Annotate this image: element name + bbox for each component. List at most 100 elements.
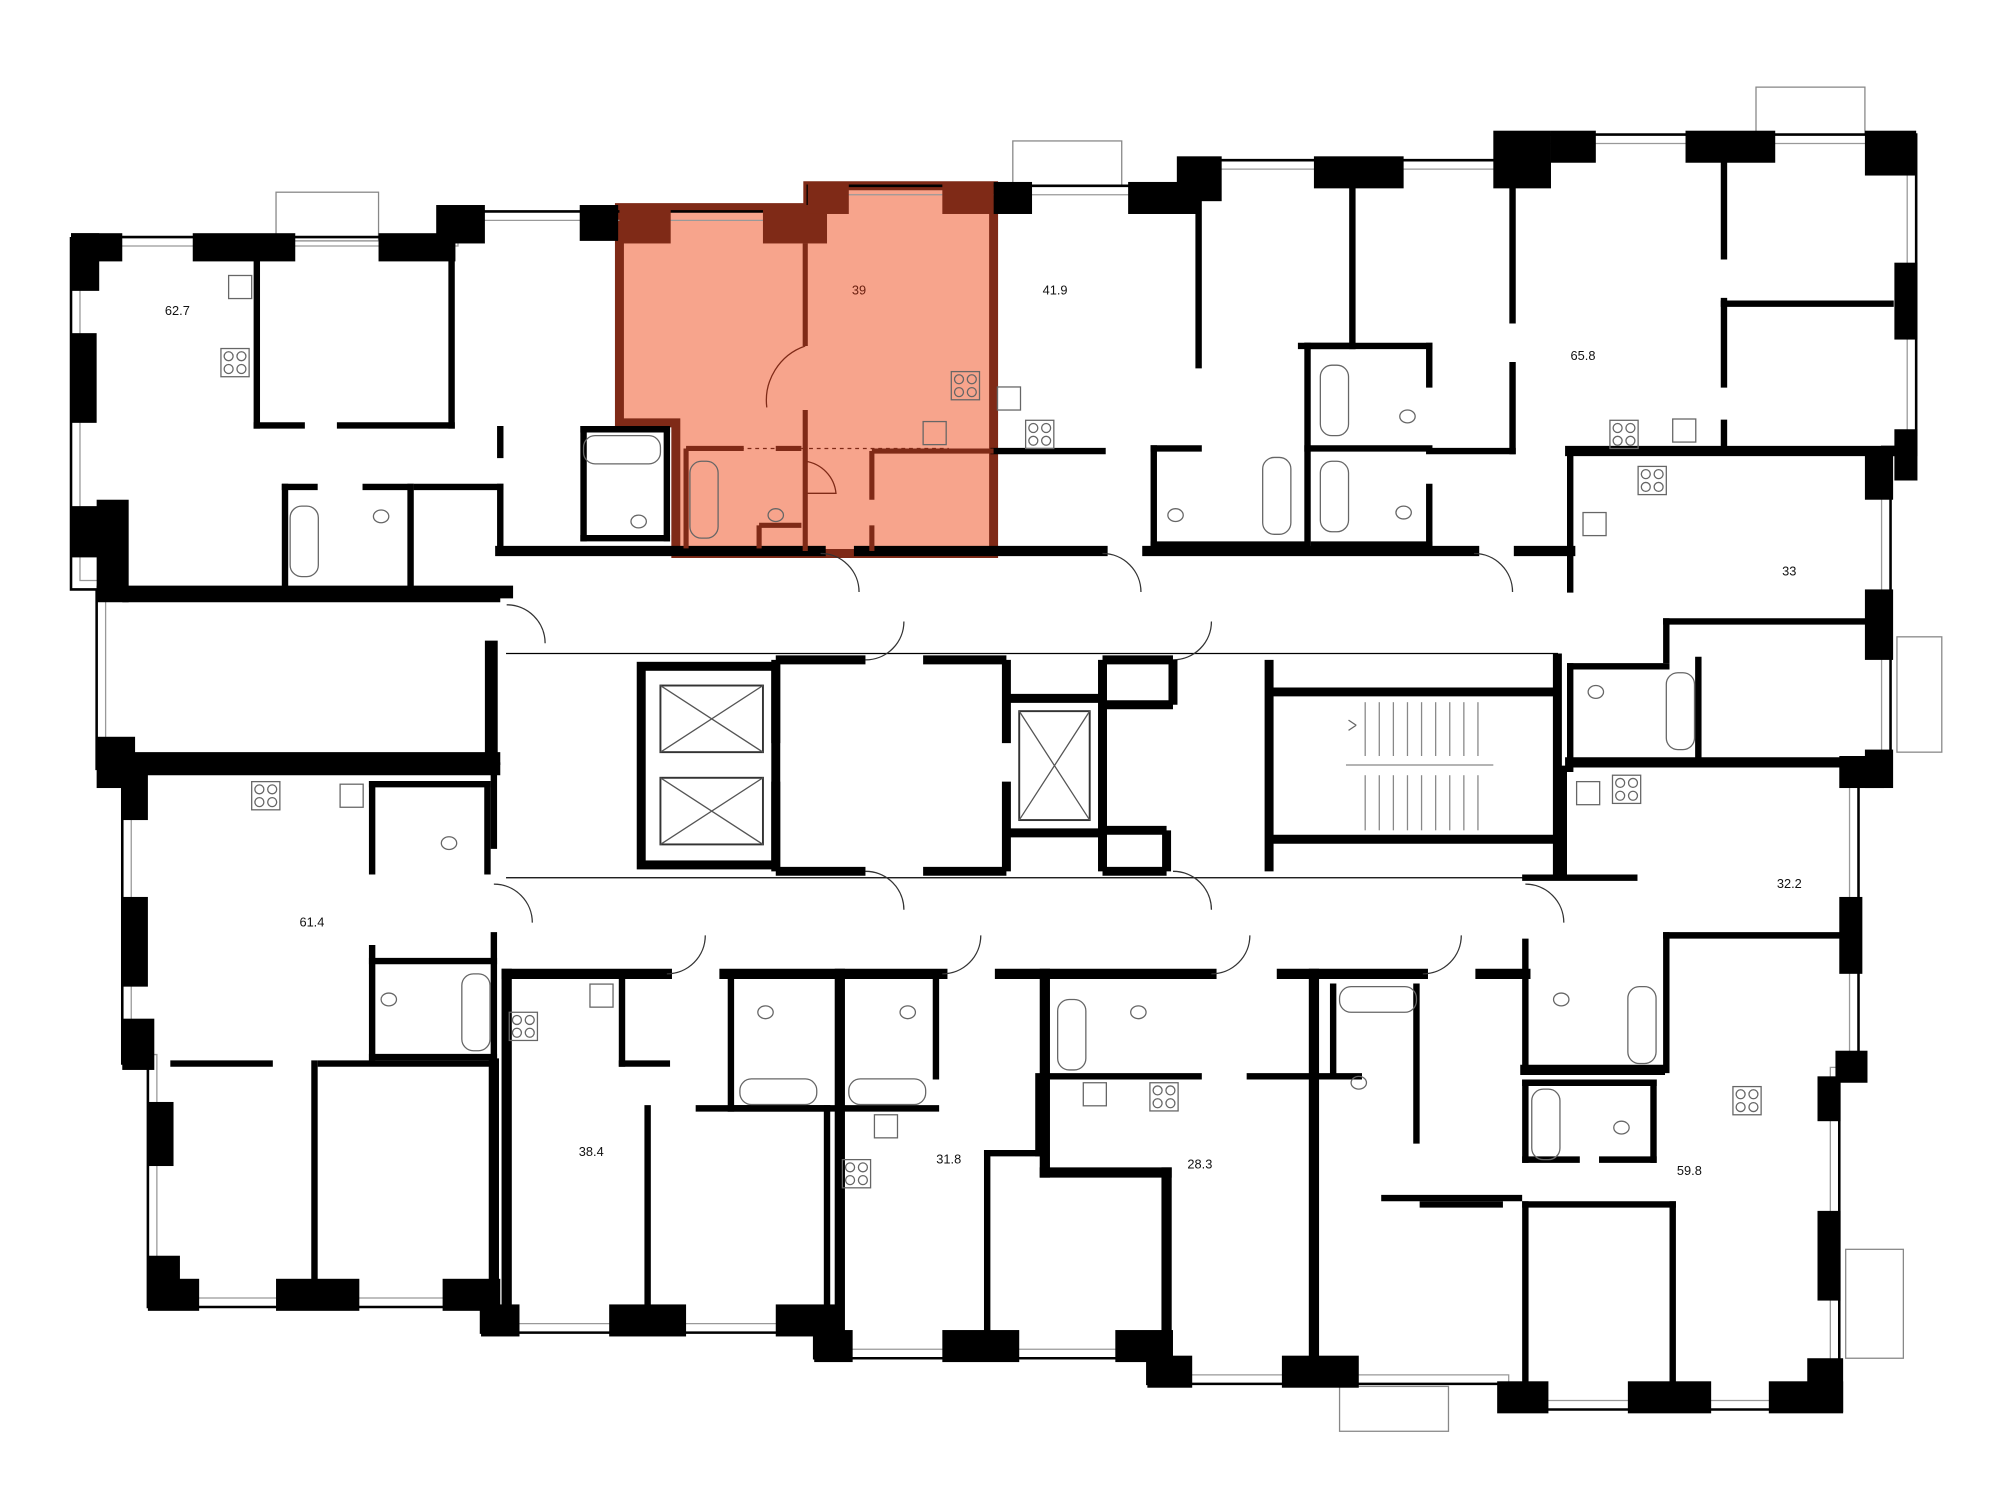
wall-pier	[122, 1018, 155, 1070]
wall-pier	[1281, 1355, 1359, 1388]
wall-pier	[71, 333, 97, 423]
unit-area-label[interactable]: 59.8	[1677, 1163, 1702, 1178]
unit-area-label[interactable]: 65.8	[1571, 348, 1596, 363]
wall-pier	[276, 1278, 360, 1311]
balcony	[1845, 1248, 1904, 1359]
stove-icon	[1637, 465, 1667, 496]
balconies	[275, 86, 1943, 1432]
sink-icon	[227, 274, 253, 300]
wall-pier	[1864, 454, 1894, 500]
sink-icon	[1082, 1082, 1107, 1107]
selected-wall-pier	[619, 205, 671, 244]
unit-area-label[interactable]: 61.4	[299, 914, 324, 929]
door-swing-icon	[1474, 552, 1514, 592]
toilet-icon	[1167, 508, 1184, 523]
bathtub-icon	[1262, 456, 1292, 535]
wall-pier	[436, 205, 485, 244]
selected-apartment-walls	[683, 243, 994, 551]
sink-icon	[589, 983, 614, 1008]
stove-icon	[1611, 774, 1642, 805]
burner	[254, 797, 265, 808]
burner	[524, 1027, 535, 1038]
stove-outline	[1024, 419, 1055, 450]
bathtub-icon	[582, 435, 662, 465]
unit-area-label[interactable]: 41.9	[1043, 283, 1068, 298]
burner	[1640, 468, 1651, 480]
elevator-cross-icon	[1018, 710, 1091, 821]
elevators-and-stairs	[636, 653, 1562, 878]
burner	[1615, 790, 1626, 801]
balcony	[1755, 86, 1866, 136]
bathtub-icon	[689, 460, 719, 539]
selected-unit-area-label[interactable]: 39	[852, 283, 866, 298]
unit-area-label[interactable]: 28.3	[1187, 1157, 1212, 1172]
toilet-icon	[1399, 409, 1416, 424]
stove-icon	[1024, 419, 1055, 450]
burner	[236, 351, 247, 362]
burner	[1748, 1089, 1759, 1100]
unit-area-label[interactable]: 31.8	[936, 1151, 961, 1166]
burner	[511, 1027, 523, 1038]
unit-area-label[interactable]: 62.7	[165, 303, 190, 318]
burner	[857, 1162, 869, 1173]
sink-icon	[1672, 418, 1697, 443]
toilet-icon	[767, 508, 785, 523]
bathtub-icon	[461, 973, 491, 1052]
elevator-cross-icon	[660, 684, 764, 753]
wall-pier	[1864, 589, 1894, 660]
wall-pier	[942, 1330, 1020, 1363]
burner	[857, 1175, 869, 1186]
unit-area-label[interactable]: 38.4	[579, 1144, 604, 1159]
burner	[1625, 435, 1636, 446]
toilet-icon	[440, 836, 458, 851]
bathtub-icon	[1319, 364, 1350, 437]
burner	[511, 1014, 523, 1026]
balcony	[1012, 140, 1123, 187]
elevator-icon	[659, 684, 764, 754]
stove-icon	[1149, 1082, 1179, 1112]
stove-outline	[220, 347, 250, 378]
wall-pier	[579, 205, 619, 241]
wall-pier	[1894, 429, 1918, 481]
wall-pier	[147, 1101, 174, 1167]
burner	[1627, 777, 1639, 789]
wall-pier	[1493, 130, 1551, 189]
stove-outline	[1637, 465, 1667, 496]
wall-pier	[1817, 1210, 1841, 1301]
unit-area-label[interactable]: 32.2	[1777, 876, 1802, 891]
stove-outline	[251, 780, 281, 811]
area-labels: 62.7 39 41.9 65.8 33 32.2 61.4 38.4 31.8…	[165, 283, 1802, 1178]
burner	[966, 374, 977, 385]
stove-icon	[1732, 1085, 1762, 1116]
stove-outline	[950, 370, 981, 401]
balcony	[275, 191, 380, 242]
burner	[1615, 777, 1626, 789]
wall-pier	[1817, 1076, 1841, 1122]
burner	[267, 784, 278, 795]
stove-outline	[841, 1158, 872, 1189]
unit-area-label[interactable]: 33	[1782, 563, 1796, 578]
burner	[1640, 481, 1651, 493]
door-swing-icon	[666, 935, 706, 975]
bathtub-icon	[1665, 672, 1696, 751]
wall-pier	[1839, 896, 1863, 974]
elevator-icon	[1018, 710, 1091, 822]
burner	[844, 1175, 856, 1186]
wall-pier	[147, 1255, 180, 1307]
wall-pier	[1768, 1381, 1844, 1414]
burner	[1165, 1085, 1176, 1096]
burner	[1612, 422, 1623, 434]
door-swing-icon	[1525, 883, 1565, 923]
wall-pier	[192, 233, 296, 262]
door-swing-icon	[820, 552, 860, 592]
toilet-icon	[380, 992, 398, 1007]
wall-pier	[71, 506, 104, 558]
stove-outline	[1609, 419, 1639, 450]
sink-icon	[1575, 780, 1601, 806]
burner	[953, 374, 965, 385]
wall-pier	[1864, 130, 1917, 176]
burner	[1028, 422, 1039, 434]
door-swing-icon	[493, 883, 533, 923]
sink-icon	[339, 783, 364, 808]
stove-icon	[220, 347, 250, 378]
